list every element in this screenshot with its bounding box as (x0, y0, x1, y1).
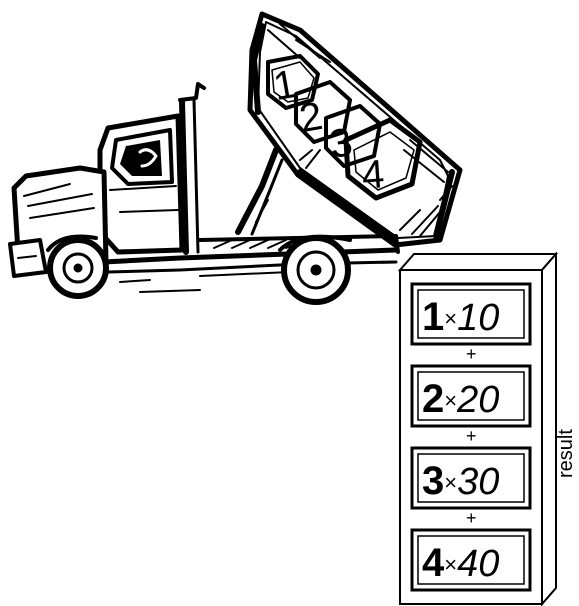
bin-top-face (400, 254, 556, 270)
times-sign: × (444, 470, 457, 495)
plus-sign: + (466, 344, 477, 364)
term-multiplier: 40 (457, 543, 499, 585)
bin-side-face (542, 254, 556, 604)
dump-truck (10, 14, 460, 302)
dump-bed (250, 14, 460, 245)
term-box-4: 4×40 (412, 530, 530, 590)
term-index: 4 (422, 541, 445, 585)
term-multiplier: 10 (457, 297, 499, 339)
bed-digit-4: 4 (360, 152, 385, 197)
term-box-2: 2×20 (412, 366, 530, 426)
term-box-1: 1×10 (412, 284, 530, 344)
truck-cab (100, 116, 182, 252)
times-sign: × (444, 388, 457, 413)
term-index: 2 (422, 377, 444, 421)
term-index: 1 (422, 295, 444, 339)
bin-label: result (555, 429, 577, 478)
times-sign: × (444, 552, 457, 577)
times-sign: × (444, 306, 457, 331)
plus-sign: + (466, 426, 477, 446)
term-multiplier: 30 (457, 461, 499, 503)
svg-text:4×40: 4×40 (422, 541, 499, 585)
term-index: 3 (422, 459, 444, 503)
result-bin: result 1×10 + 2×20 + 3×30 + (400, 254, 577, 604)
svg-text:1×10: 1×10 (422, 295, 499, 339)
hydraulic-piston (238, 150, 282, 234)
plus-sign: + (466, 508, 477, 528)
term-multiplier: 20 (456, 379, 499, 421)
term-box-3: 3×30 (412, 448, 530, 508)
svg-text:3×30: 3×30 (422, 459, 499, 503)
svg-text:2×20: 2×20 (422, 377, 499, 421)
rear-wheel (280, 237, 350, 302)
